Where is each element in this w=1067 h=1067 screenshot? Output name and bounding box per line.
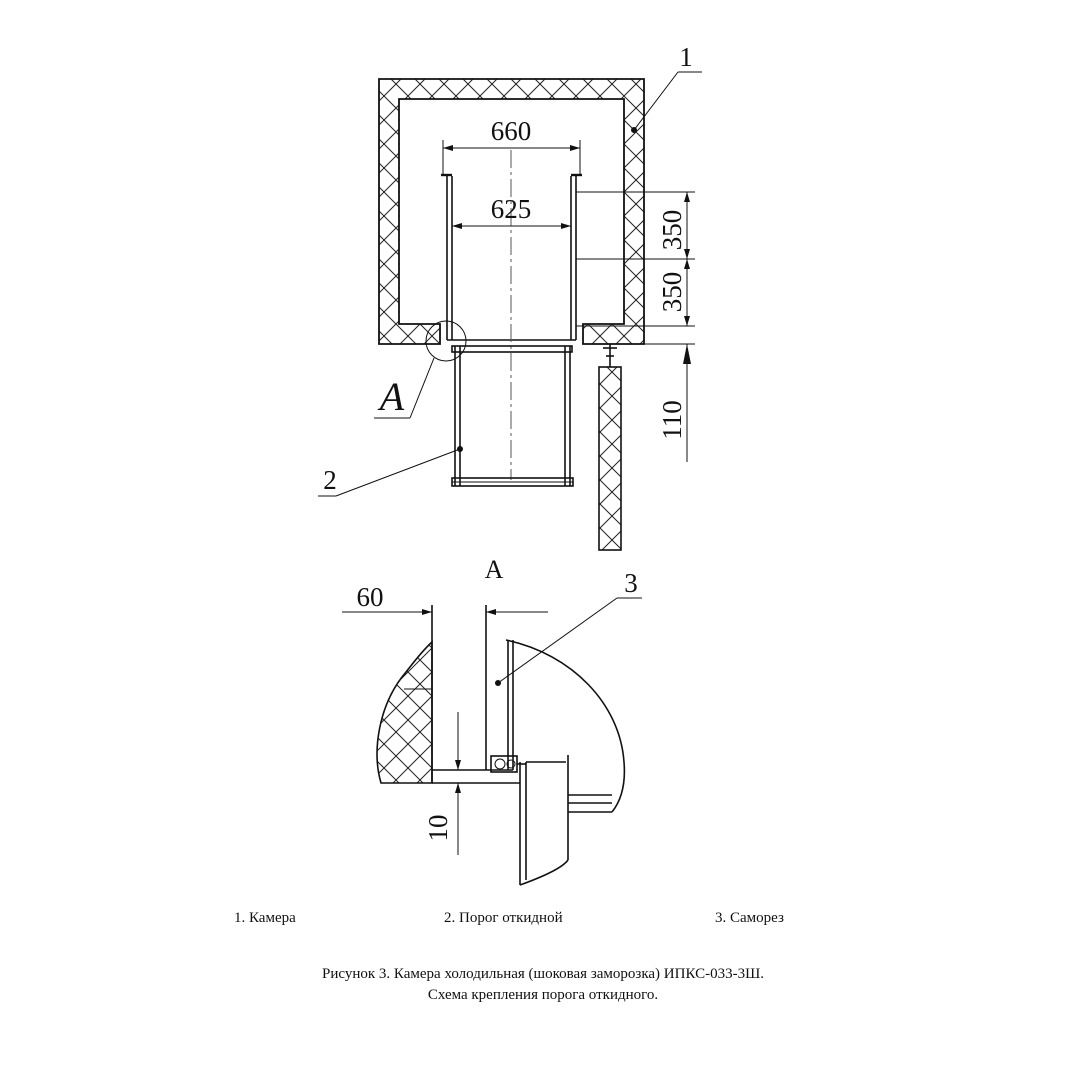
side-panel (598, 344, 622, 551)
main-view: 660 625 350 350 110 1 (318, 42, 702, 551)
callout-1-label: 1 (679, 42, 693, 72)
callout-1: 1 (631, 42, 702, 133)
detail-view-a: A (342, 555, 642, 886)
caption-line-1: Рисунок 3. Камера холодильная (шоковая з… (322, 966, 764, 982)
callout-2-label: 2 (323, 465, 337, 495)
callout-2: 2 (318, 446, 463, 497)
dimension-660-label: 660 (491, 116, 532, 146)
screw (490, 755, 526, 773)
caption-line-2: Схема крепления порога откидного. (428, 987, 658, 1003)
detail-mark-a: A (374, 320, 467, 419)
callout-3-label: 3 (624, 568, 638, 598)
detail-wall (376, 640, 433, 784)
dimension-625: 625 (452, 194, 571, 229)
dimension-660: 660 (442, 116, 581, 175)
dimension-625-label: 625 (491, 194, 532, 224)
legend-item-chamber: 1. Камера (234, 910, 296, 926)
detail-view-title: A (485, 555, 504, 584)
dimension-60-label: 60 (357, 582, 384, 612)
detail-mark-a-label: A (377, 374, 405, 419)
dimension-110-label: 110 (657, 400, 687, 440)
dimension-350-lower-label: 350 (657, 272, 687, 313)
detail-outline (505, 639, 626, 813)
threshold-frame (451, 345, 574, 487)
figure-caption: Рисунок 3. Камера холодильная (шоковая з… (322, 966, 764, 1003)
vertical-dimensions: 350 350 110 (576, 191, 695, 462)
dimension-10-label: 10 (423, 815, 453, 842)
dimension-60: 60 (342, 582, 548, 620)
dimension-10: 10 (423, 712, 486, 855)
callout-3: 3 (495, 568, 642, 686)
legend-item-screw: 3. Саморез (715, 910, 784, 926)
legend: 1. Камера 2. Порог откидной 3. Саморез (234, 910, 784, 926)
legend-item-threshold: 2. Порог откидной (444, 910, 563, 926)
dimension-350-upper-label: 350 (657, 210, 687, 251)
